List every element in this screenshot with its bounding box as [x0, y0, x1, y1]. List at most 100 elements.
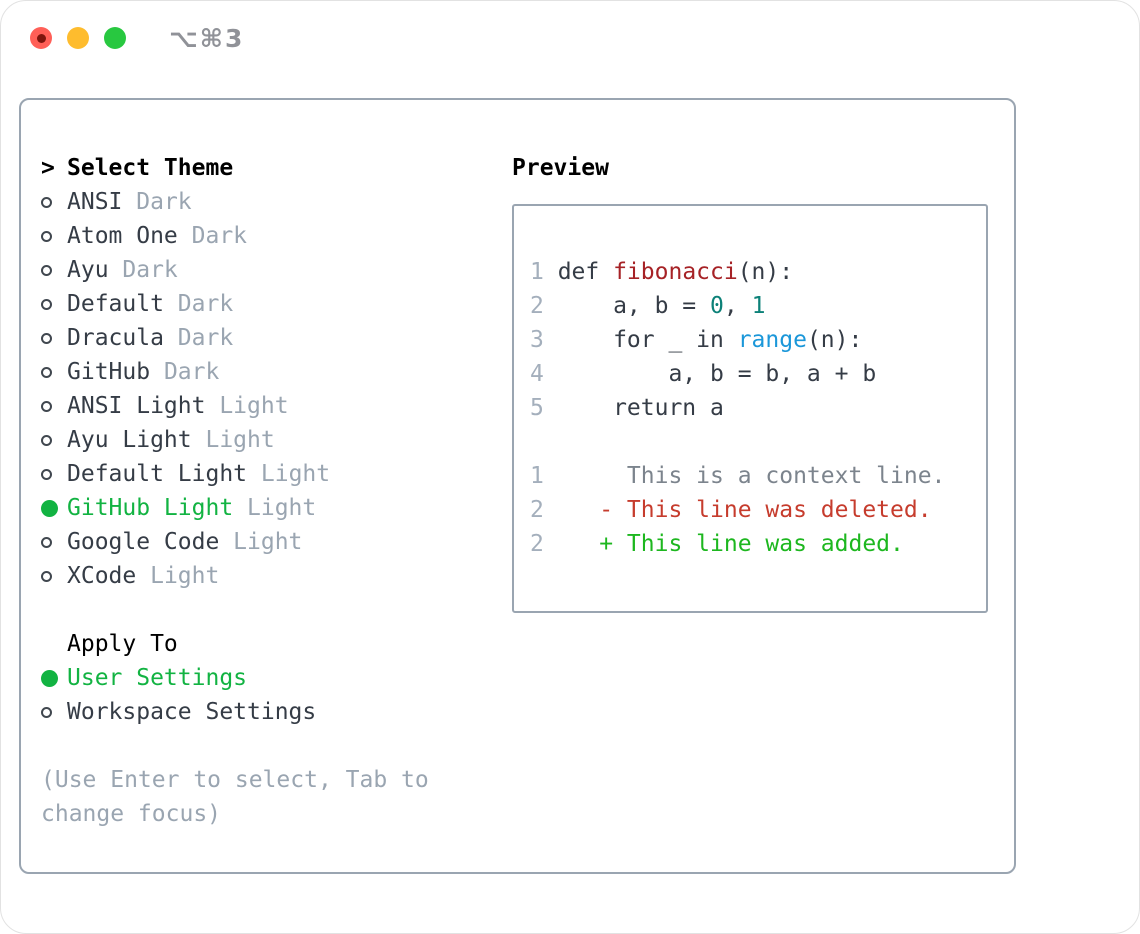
- code-segment-bi: range: [737, 327, 807, 353]
- preview-label: Preview: [512, 155, 609, 181]
- titlebar: ⌥⌘3: [30, 24, 244, 53]
- radio-unselected-icon: [41, 434, 67, 446]
- preview-line: 2 a, b = 0, 1: [530, 289, 986, 323]
- radio-selected-icon: [41, 669, 67, 687]
- close-dot-icon: [36, 33, 46, 43]
- radio-unselected-icon: [41, 366, 67, 378]
- line-number: 2: [530, 531, 544, 557]
- code-segment-del: - This line was deleted.: [557, 497, 932, 523]
- radio-unselected-icon: [41, 264, 67, 276]
- radio-circle-icon: [41, 230, 52, 242]
- radio-unselected-icon: [41, 706, 67, 718]
- apply-option-label: Workspace Settings: [67, 699, 317, 725]
- close-button[interactable]: [30, 27, 52, 49]
- preview-line: 5 return a: [530, 391, 986, 425]
- radio-circle-icon: [41, 706, 52, 718]
- code-segment-lit: 1: [751, 293, 766, 319]
- theme-variant: Light: [219, 393, 289, 419]
- preview-header: Preview: [512, 151, 988, 185]
- radio-unselected-icon: [41, 196, 67, 208]
- theme-option-google-code[interactable]: Google Code Light: [41, 525, 496, 559]
- zoom-button[interactable]: [104, 27, 126, 49]
- apply-option-label: User Settings: [67, 665, 248, 691]
- apply-option-user-settings[interactable]: User Settings: [41, 661, 496, 695]
- radio-circle-icon: [41, 499, 58, 517]
- radio-circle-icon: [41, 196, 52, 208]
- radio-circle-icon: [41, 264, 52, 276]
- minimize-button[interactable]: [67, 27, 89, 49]
- theme-name: XCode: [67, 563, 151, 589]
- code-segment-ctx: This is a context line.: [557, 463, 946, 489]
- code-segment-p: a, b =: [557, 293, 711, 319]
- theme-name: Default Light: [67, 461, 261, 487]
- theme-option-default-light[interactable]: Default Light Light: [41, 457, 496, 491]
- radio-circle-icon: [41, 468, 52, 480]
- theme-variant: Light: [247, 495, 317, 521]
- radio-circle-icon: [41, 570, 52, 582]
- radio-unselected-icon: [41, 536, 67, 548]
- theme-option-dracula[interactable]: Dracula Dark: [41, 321, 496, 355]
- hint-line: (Use Enter to select, Tab to: [41, 767, 429, 793]
- theme-name: Dracula: [67, 325, 178, 351]
- theme-variant: Dark: [191, 223, 248, 249]
- radio-unselected-icon: [41, 332, 67, 344]
- theme-option-ansi-light[interactable]: ANSI Light Light: [41, 389, 496, 423]
- line-number: 2: [530, 497, 544, 523]
- theme-option-ayu-light[interactable]: Ayu Light Light: [41, 423, 496, 457]
- theme-variant: Dark: [136, 189, 192, 215]
- radio-circle-icon: [41, 298, 52, 310]
- theme-name: GitHub: [67, 359, 164, 385]
- radio-circle-icon: [41, 366, 52, 378]
- preview-line: 4 a, b = b, a + b: [530, 357, 986, 391]
- radio-unselected-icon: [41, 230, 67, 242]
- hint-text: (Use Enter to select, Tab to change focus…: [41, 763, 496, 831]
- line-number: 2: [530, 293, 544, 319]
- line-number: 1: [530, 259, 544, 285]
- theme-variant: Light: [233, 529, 303, 555]
- theme-option-github[interactable]: GitHub Dark: [41, 355, 496, 389]
- apply-to-label: Apply To: [67, 631, 178, 657]
- theme-name: Ayu: [67, 257, 123, 283]
- radio-selected-icon: [41, 499, 67, 517]
- theme-variant: Light: [260, 461, 331, 487]
- window-title-shortcut: ⌥⌘3: [169, 23, 245, 53]
- preview-line: 2 - This line was deleted.: [530, 493, 986, 527]
- code-segment-p: for _ in: [557, 327, 738, 353]
- theme-name: ANSI: [67, 189, 137, 215]
- preview-line: 1 This is a context line.: [530, 459, 986, 493]
- select-theme-label: Select Theme: [67, 155, 234, 181]
- theme-variant: Dark: [163, 359, 220, 385]
- radio-circle-icon: [41, 400, 52, 412]
- theme-option-default[interactable]: Default Dark: [41, 287, 496, 321]
- theme-option-github-light[interactable]: GitHub Light Light: [41, 491, 496, 525]
- code-segment-add: + This line was added.: [557, 531, 904, 557]
- radio-circle-icon: [41, 332, 52, 344]
- theme-option-ayu[interactable]: Ayu Dark: [41, 253, 496, 287]
- line-number: 1: [530, 463, 544, 489]
- radio-unselected-icon: [41, 570, 67, 582]
- theme-variant: Light: [205, 427, 275, 453]
- line-number: 4: [530, 361, 544, 387]
- code-segment-p: ,: [723, 293, 752, 319]
- preview-line: [530, 425, 986, 459]
- theme-option-atom-one[interactable]: Atom One Dark: [41, 219, 496, 253]
- hint-line: change focus): [41, 801, 222, 827]
- theme-name: Default: [67, 291, 178, 317]
- theme-name: ANSI Light: [67, 393, 220, 419]
- apply-option-workspace-settings[interactable]: Workspace Settings: [41, 695, 496, 729]
- line-number: 3: [530, 327, 544, 353]
- line-number: 5: [530, 395, 544, 421]
- radio-unselected-icon: [41, 400, 67, 412]
- theme-option-xcode[interactable]: XCode Light: [41, 559, 496, 593]
- preview-line: 2 + This line was added.: [530, 527, 986, 561]
- radio-circle-icon: [41, 434, 52, 446]
- theme-variant: Dark: [177, 291, 234, 317]
- code-segment-fn: fibonacci: [613, 259, 738, 285]
- theme-option-ansi[interactable]: ANSI Dark: [41, 185, 496, 219]
